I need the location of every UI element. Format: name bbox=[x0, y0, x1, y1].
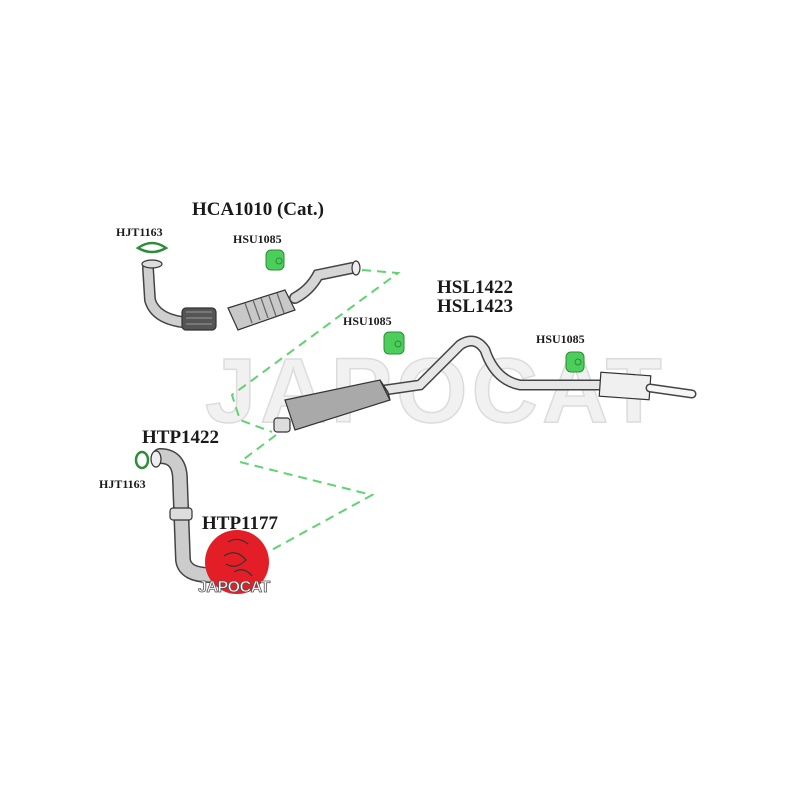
cat-flange bbox=[141, 259, 163, 269]
label-catalyst: HCA1010 (Cat.) bbox=[192, 199, 324, 220]
pipe-flange bbox=[150, 450, 162, 468]
link-pipe-to-silencer bbox=[237, 434, 375, 553]
link-cat-to-silencer bbox=[230, 269, 401, 433]
label-mount-middle: HSU1085 bbox=[343, 314, 392, 328]
centre-silencer bbox=[284, 379, 391, 431]
front-pipe-assembly bbox=[150, 448, 218, 583]
lower-gasket-shape bbox=[134, 450, 150, 470]
flex-joint bbox=[181, 307, 217, 331]
japocat-logo: JAPOCAT bbox=[198, 579, 271, 596]
label-mount-front: HSU1085 bbox=[233, 232, 282, 246]
pipe-clamp bbox=[169, 507, 193, 521]
front-gasket-shape bbox=[135, 241, 169, 254]
label-lower-gasket: HJT1163 bbox=[99, 477, 146, 491]
rear-box bbox=[598, 371, 652, 401]
silencer-assembly bbox=[273, 335, 697, 433]
catalyst-body bbox=[227, 289, 296, 331]
label-front-gasket: HJT1163 bbox=[116, 225, 163, 239]
label-link-pipe: HTP1422 bbox=[142, 427, 220, 448]
silencer-inlet bbox=[273, 417, 291, 433]
rubber-mount-rear bbox=[565, 351, 585, 373]
label-mount-rear: HSU1085 bbox=[536, 332, 585, 346]
label-front-pipe: HTP1177 bbox=[202, 513, 279, 534]
rubber-mount-middle bbox=[383, 331, 405, 355]
assembly-links bbox=[230, 269, 401, 553]
label-silencer-b: HSL1423 bbox=[437, 296, 514, 317]
rubber-mount-front bbox=[265, 249, 285, 271]
label-silencer-a: HSL1422 bbox=[437, 277, 514, 298]
catalyst-assembly bbox=[141, 259, 361, 331]
japocat-logo-emblem bbox=[223, 538, 253, 577]
japocat-logo-disc bbox=[205, 530, 269, 594]
